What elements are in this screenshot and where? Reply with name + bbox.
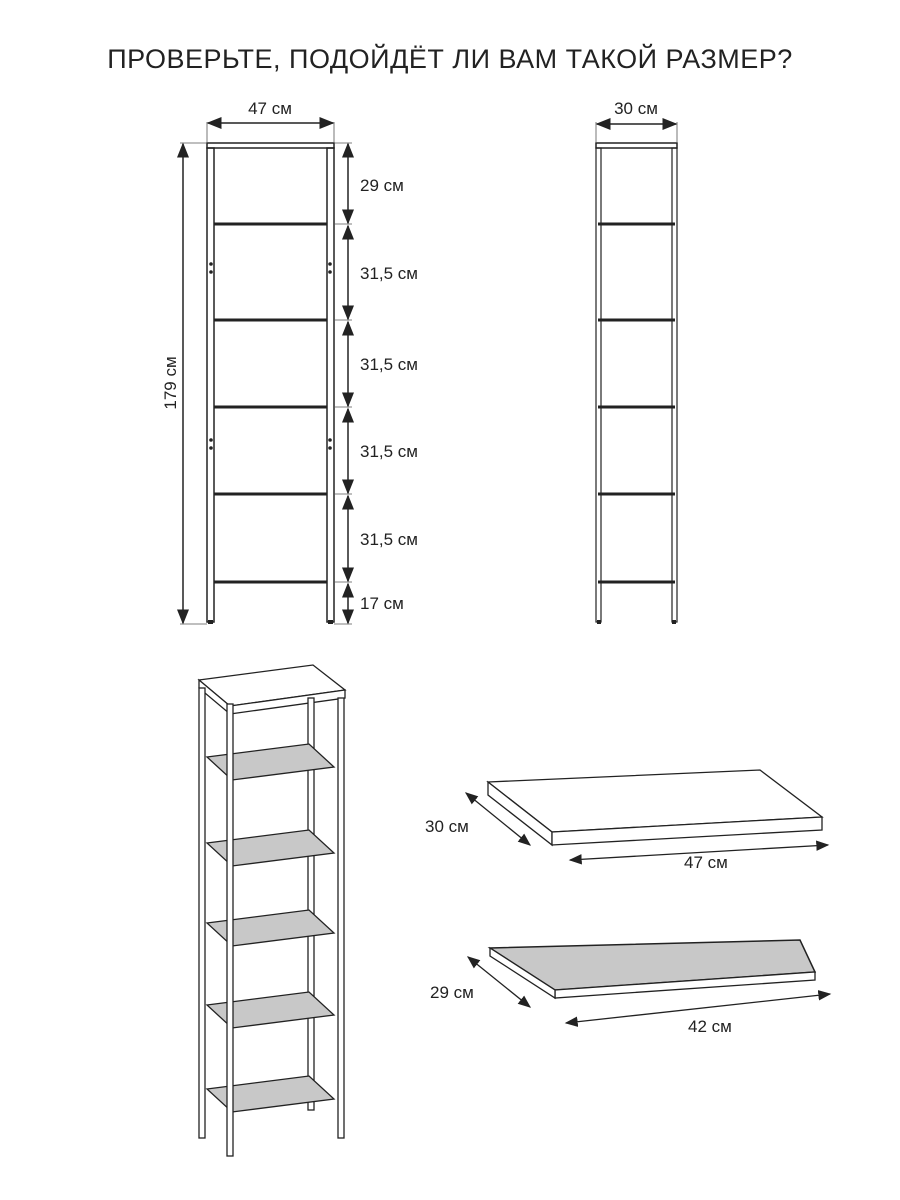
gap-label-6: 17 см: [360, 594, 404, 613]
mesh-shelf-depth-label: 29 см: [430, 983, 474, 1002]
mesh-shelf-drawing: 29 см 42 см: [430, 939, 832, 1036]
top-panel-depth-label: 30 см: [425, 817, 469, 836]
front-view: 47 см 179 см 29 см 31,5 см 31,5 см 31,5 …: [161, 99, 418, 625]
gap-label-3: 31,5 см: [360, 355, 418, 374]
front-width-label: 47 см: [248, 99, 292, 118]
top-panel-drawing: 30 см 47 см: [425, 769, 830, 872]
side-view: 30 см: [595, 99, 678, 624]
gap-label-1: 29 см: [360, 176, 404, 195]
mesh-shelf-width-label: 42 см: [688, 1017, 732, 1036]
perspective-view: [197, 664, 347, 1157]
page-title: ПРОВЕРЬТЕ, ПОДОЙДЁТ ЛИ ВАМ ТАКОЙ РАЗМЕР?: [107, 44, 793, 74]
gap-label-4: 31,5 см: [360, 442, 418, 461]
gap-label-2: 31,5 см: [360, 264, 418, 283]
gap-label-5: 31,5 см: [360, 530, 418, 549]
top-panel-width-label: 47 см: [684, 853, 728, 872]
front-height-label: 179 см: [161, 356, 180, 409]
side-depth-label: 30 см: [614, 99, 658, 118]
